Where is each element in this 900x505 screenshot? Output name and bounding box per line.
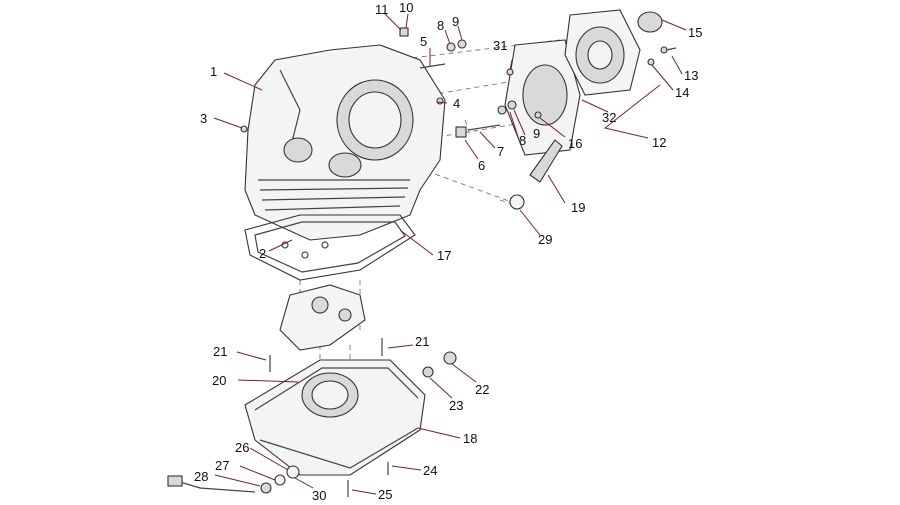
oil-pump-manifold: [279, 284, 366, 351]
callout-15: 15: [688, 25, 702, 40]
callout-1: 1: [210, 64, 217, 79]
callout-19: 19: [571, 200, 585, 215]
callout-12: 12: [652, 135, 666, 150]
callout-31: 31: [493, 38, 507, 53]
callout-28: 28: [194, 469, 208, 484]
callout-9-bottom: 9: [533, 126, 540, 141]
callout-5: 5: [420, 34, 427, 49]
callout-18: 18: [463, 431, 477, 446]
callout-21-left: 21: [213, 344, 227, 359]
callout-10: 10: [399, 0, 413, 15]
callout-6: 6: [478, 158, 485, 173]
callout-2: 2: [259, 246, 266, 261]
callout-7: 7: [497, 144, 504, 159]
callout-4: 4: [453, 96, 460, 111]
callout-21-right: 21: [415, 334, 429, 349]
callout-24: 24: [423, 463, 437, 478]
callout-25: 25: [378, 487, 392, 502]
callout-27: 27: [215, 458, 229, 473]
oil-sump: [244, 359, 426, 476]
callout-26: 26: [235, 440, 249, 455]
callout-30: 30: [312, 488, 326, 503]
callout-20: 20: [212, 373, 226, 388]
callout-32: 32: [602, 110, 616, 125]
fasteners: [167, 27, 677, 497]
callout-labels: 1 2 3 4 5 6 7 8 8 9 9 10 11 12 13 14 15 …: [194, 0, 702, 503]
crankcase: [244, 44, 446, 241]
callout-17: 17: [437, 248, 451, 263]
callout-23: 23: [449, 398, 463, 413]
callout-14: 14: [675, 85, 689, 100]
callout-13: 13: [684, 68, 698, 83]
callout-8-bottom: 8: [519, 133, 526, 148]
callout-22: 22: [475, 382, 489, 397]
callout-16: 16: [568, 136, 582, 151]
cover-assembly: [504, 9, 663, 156]
callout-8-top: 8: [437, 18, 444, 33]
callout-9-top: 9: [452, 14, 459, 29]
leader-lines: [213, 12, 687, 495]
callout-3: 3: [200, 111, 207, 126]
callout-11: 11: [375, 2, 389, 17]
callout-29: 29: [538, 232, 552, 247]
oil-sump-gasket: [244, 214, 416, 281]
